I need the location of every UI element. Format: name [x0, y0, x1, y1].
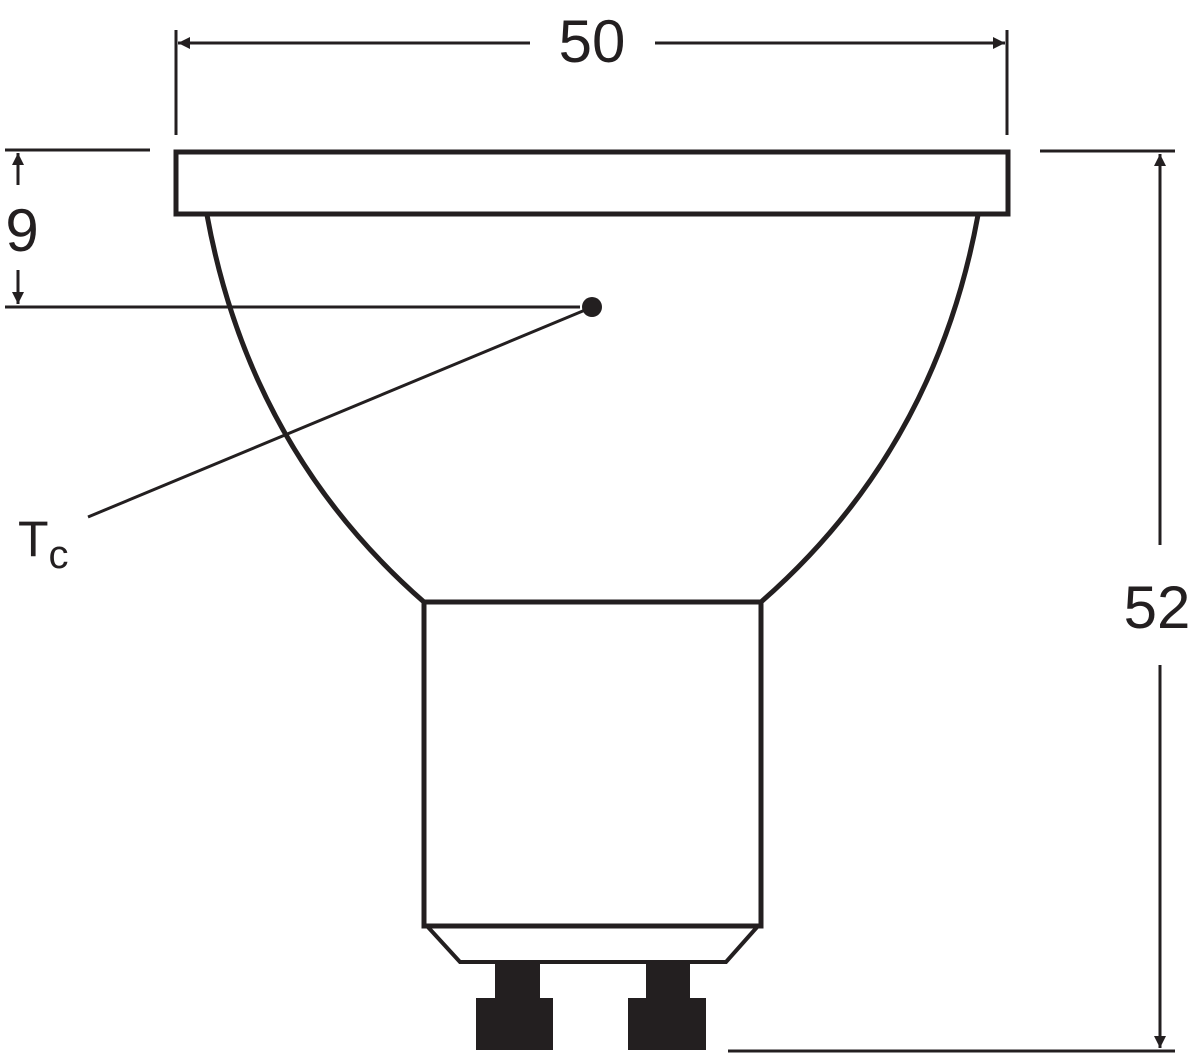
tc-measure-point — [582, 297, 602, 317]
lamp-base-neck — [421, 599, 764, 929]
tc-label: Tc — [18, 511, 69, 577]
lamp-reflector-body — [204, 214, 981, 604]
lamp-base-bevel — [425, 924, 760, 964]
width-dimension-label: 50 — [559, 8, 626, 75]
height-dimension-label: 52 — [1124, 574, 1191, 641]
pin-right — [628, 962, 706, 1050]
tc-label-sub: c — [49, 533, 69, 577]
pin-left — [476, 962, 553, 1050]
tc-label-main: T — [18, 511, 49, 567]
tc-leader-line — [87, 306, 591, 519]
lamp-front-rim — [173, 149, 1011, 217]
offset-dimension-label: 9 — [5, 197, 38, 264]
